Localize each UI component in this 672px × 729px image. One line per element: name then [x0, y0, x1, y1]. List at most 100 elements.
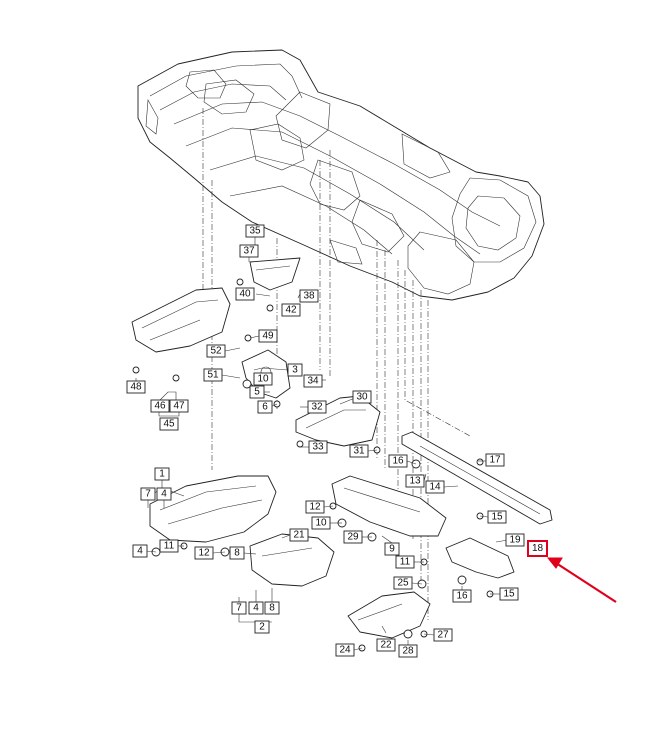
callout-16a: 16 [388, 454, 408, 468]
callout-7a: 7 [140, 487, 156, 501]
part-bracket-18 [445, 537, 515, 579]
svg-text:28: 28 [402, 646, 414, 657]
svg-text:4: 4 [161, 489, 167, 500]
callout-29: 29 [343, 530, 363, 544]
callout-34: 34 [303, 374, 323, 388]
svg-text:29: 29 [347, 532, 359, 543]
svg-text:15: 15 [503, 589, 515, 600]
svg-text:19: 19 [509, 535, 521, 546]
callout-38: 38 [299, 289, 319, 303]
svg-text:17: 17 [489, 455, 501, 466]
callout-labels: 35 37 40 38 42 49 52 51 10 3 34 5 6 32 3… [126, 224, 548, 658]
svg-text:12: 12 [309, 502, 321, 513]
part-shield-22 [347, 591, 431, 639]
callout-6: 6 [257, 400, 273, 414]
svg-text:31: 31 [353, 446, 365, 457]
callout-15a: 15 [487, 510, 507, 524]
vehicle-underbody [137, 49, 545, 301]
callout-19: 19 [505, 533, 525, 547]
callout-30: 30 [352, 390, 372, 404]
svg-text:2: 2 [259, 622, 265, 633]
svg-text:42: 42 [285, 305, 297, 316]
callout-4a: 4 [156, 487, 172, 501]
svg-text:15: 15 [491, 512, 503, 523]
part-shield-9 [331, 475, 447, 537]
callout-51: 51 [203, 368, 223, 382]
callout-28: 28 [398, 644, 418, 658]
svg-text:21: 21 [293, 530, 305, 541]
svg-text:10: 10 [315, 518, 327, 529]
callout-13: 13 [405, 474, 425, 488]
svg-text:7: 7 [145, 489, 151, 500]
callout-8a: 8 [229, 546, 245, 560]
callout-8b: 8 [264, 601, 280, 615]
callout-14: 14 [425, 480, 445, 494]
part-shield-2 [249, 533, 335, 587]
svg-text:51: 51 [207, 370, 219, 381]
svg-text:16: 16 [456, 591, 468, 602]
svg-text:12: 12 [198, 548, 210, 559]
svg-text:8: 8 [234, 548, 240, 559]
svg-text:7: 7 [236, 603, 242, 614]
callout-25: 25 [393, 576, 413, 590]
callout-2: 2 [254, 620, 270, 634]
svg-text:11: 11 [400, 557, 411, 568]
svg-text:10: 10 [257, 374, 269, 385]
svg-text:34: 34 [307, 376, 319, 387]
callout-42: 42 [281, 303, 301, 317]
svg-text:38: 38 [303, 291, 315, 302]
callout-15b: 15 [499, 587, 519, 601]
callout-3: 3 [287, 363, 303, 377]
svg-text:4: 4 [253, 603, 259, 614]
callout-4c: 4 [248, 601, 264, 615]
callout-32: 32 [307, 400, 327, 414]
svg-text:30: 30 [356, 392, 368, 403]
callout-22: 22 [376, 638, 396, 652]
svg-text:37: 37 [243, 246, 255, 257]
callout-49: 49 [258, 329, 278, 343]
svg-text:49: 49 [262, 331, 274, 342]
callout-18-highlighted: 18 [527, 540, 548, 557]
svg-text:22: 22 [380, 640, 392, 651]
svg-text:33: 33 [312, 442, 324, 453]
callout-11a: 11 [159, 539, 179, 553]
callout-47: 47 [169, 399, 189, 413]
svg-text:40: 40 [239, 289, 251, 300]
svg-text:9: 9 [389, 544, 395, 555]
highlight-arrow [546, 557, 617, 603]
part-bracket-35 [249, 257, 301, 291]
svg-text:27: 27 [437, 630, 449, 641]
callout-24: 24 [335, 643, 355, 657]
svg-text:32: 32 [311, 402, 323, 413]
svg-text:13: 13 [409, 476, 421, 487]
callout-45: 45 [159, 417, 179, 431]
callout-7b: 7 [231, 601, 247, 615]
callout-10a: 10 [253, 372, 273, 386]
svg-text:16: 16 [392, 456, 404, 467]
callout-33: 33 [308, 440, 328, 454]
callout-11b: 11 [395, 555, 415, 569]
callout-48: 48 [126, 380, 146, 394]
svg-text:3: 3 [292, 365, 298, 376]
callout-12a: 12 [194, 546, 214, 560]
svg-text:47: 47 [173, 401, 185, 412]
svg-text:46: 46 [154, 401, 166, 412]
svg-text:48: 48 [130, 382, 142, 393]
callout-52: 52 [206, 344, 226, 358]
svg-text:24: 24 [339, 645, 351, 656]
callout-46: 46 [150, 399, 170, 413]
callout-10b: 10 [311, 516, 331, 530]
part-shield-45 [131, 287, 231, 353]
svg-text:25: 25 [397, 578, 409, 589]
svg-text:35: 35 [249, 226, 261, 237]
svg-text:11: 11 [164, 541, 175, 552]
part-shield-30 [295, 395, 381, 447]
svg-text:45: 45 [163, 419, 175, 430]
callout-5: 5 [249, 385, 265, 399]
svg-text:5: 5 [254, 387, 260, 398]
callout-9: 9 [384, 542, 400, 556]
svg-text:8: 8 [269, 603, 275, 614]
part-rail-13 [401, 431, 553, 525]
callout-17: 17 [485, 453, 505, 467]
